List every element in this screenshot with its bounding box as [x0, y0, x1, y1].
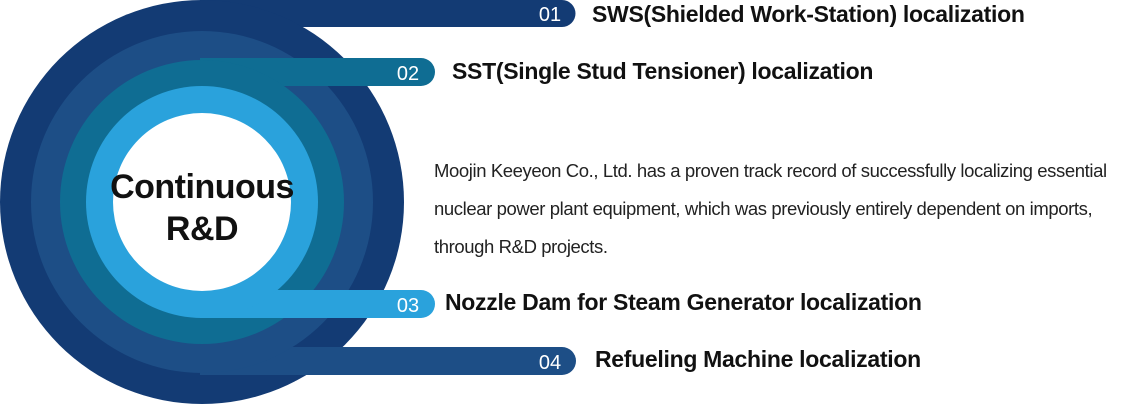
item-number-03: 03 [397, 295, 419, 317]
description-text: Moojin Keeyeon Co., Ltd. has a proven tr… [434, 160, 1107, 257]
item-number-04: 04 [539, 352, 561, 374]
item-label-03: Nozzle Dam for Steam Generator localizat… [445, 289, 922, 315]
item-label-01: SWS(Shielded Work-Station) localization [592, 1, 1025, 27]
item-label-02: SST(Single Stud Tensioner) localization [452, 58, 874, 84]
center-title-line1: Continuous [110, 168, 294, 206]
center-title-line2: R&D [165, 210, 239, 248]
center-title: Continuous R&D [102, 166, 302, 250]
item-number-02: 02 [397, 63, 419, 85]
item-number-01: 01 [539, 4, 561, 26]
band-04 [200, 347, 576, 375]
center-circle [113, 113, 291, 291]
band-01 [200, 0, 576, 27]
item-label-04: Refueling Machine localization [595, 346, 921, 372]
